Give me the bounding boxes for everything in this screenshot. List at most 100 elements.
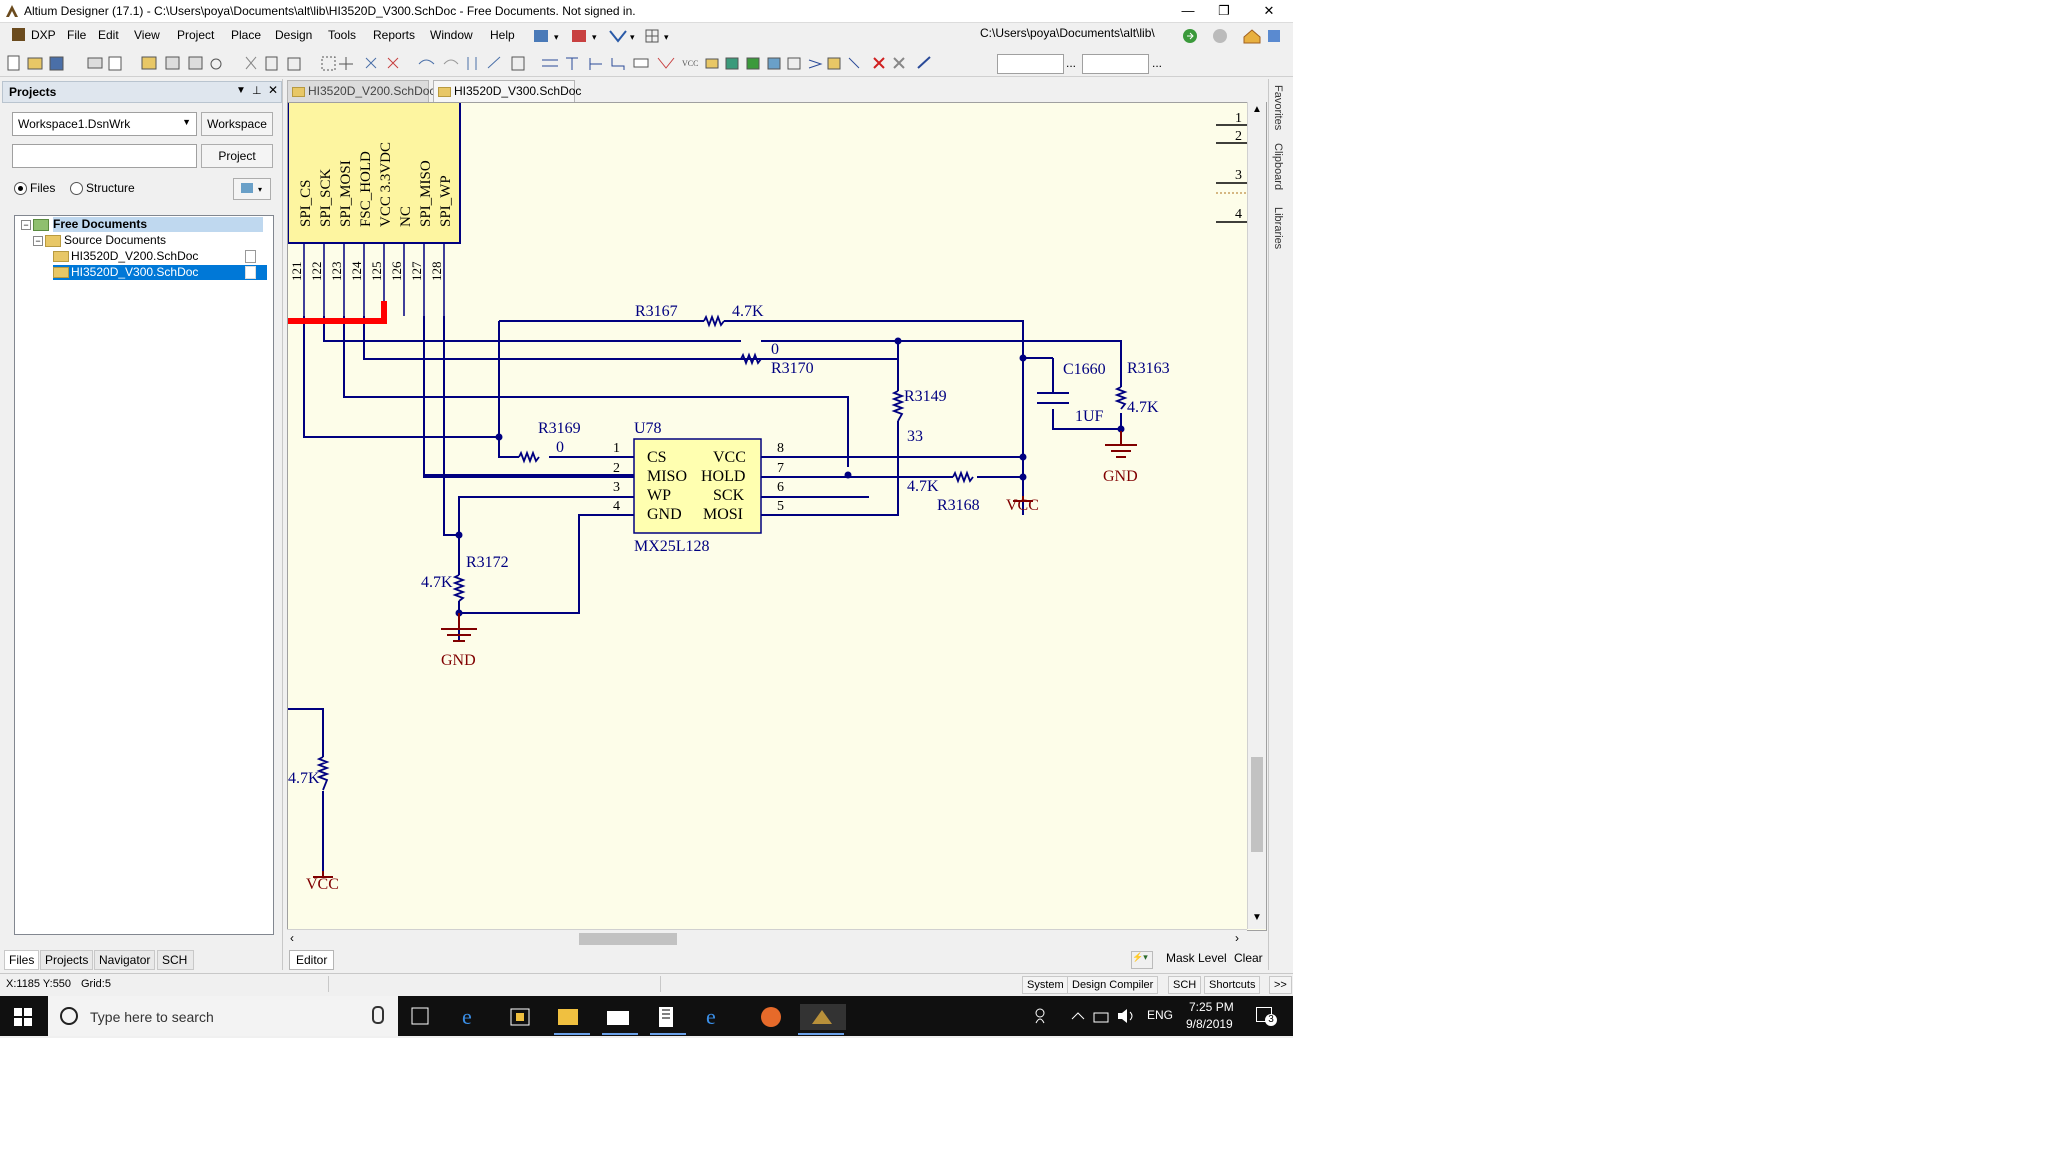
vertical-scrollbar[interactable]: ▲ ▼ (1247, 102, 1266, 929)
menu-file[interactable]: File (67, 28, 87, 42)
menu-reports[interactable]: Reports (373, 28, 416, 42)
project-field[interactable] (12, 144, 197, 168)
language-indicator[interactable]: ENG (1147, 1008, 1174, 1022)
r3172-value: 4.7K (421, 574, 453, 591)
toolbar-icons[interactable]: VCC (6, 54, 986, 74)
panel-menu-icon[interactable]: ▼ (236, 85, 246, 96)
red-bus-wire (288, 301, 387, 324)
collapse-icon[interactable]: − (33, 236, 43, 246)
tab-files[interactable]: Files (4, 950, 40, 970)
dock-tab-libraries[interactable]: Libraries (1272, 207, 1284, 250)
schematic-canvas[interactable]: SPI_CS SPI_SCK SPI_MOSI FSC_HOLD VCC 3.3… (287, 102, 1267, 931)
svg-text:▾: ▾ (592, 32, 597, 42)
header-pin-name: VCC 3.3VDC (378, 142, 394, 227)
folder-icon (45, 235, 61, 247)
horizontal-scrollbar[interactable]: ‹ › (287, 929, 1247, 948)
chip-pin-mosi: MOSI (703, 506, 743, 523)
project-options-button[interactable]: ▾ (233, 178, 271, 200)
hscroll-thumb[interactable] (579, 933, 677, 945)
filter-combo[interactable] (1082, 54, 1149, 74)
gnd-label: GND (1103, 468, 1138, 485)
menu-toolbar-icons[interactable]: ▾ ▾ ▾ ▾ (532, 27, 682, 45)
radio-files[interactable] (14, 182, 27, 195)
gnd-label: GND (441, 652, 476, 669)
status-design-compiler[interactable]: Design Compiler (1067, 976, 1159, 994)
toolbar-ellipsis[interactable]: ... (1066, 56, 1077, 70)
pin-icon[interactable]: ⊥ (252, 85, 262, 97)
scroll-up-icon[interactable]: ▲ (1252, 104, 1262, 115)
taskbar-search[interactable]: Type here to search (48, 996, 398, 1036)
tree-row-source-documents[interactable]: − Source Documents (33, 233, 263, 248)
sheet-number: 2 (1235, 129, 1242, 144)
tree-row-file-v300[interactable]: HI3520D_V300.SchDoc (53, 265, 267, 280)
clock-date[interactable]: 9/8/2019 (1186, 1017, 1233, 1031)
zoom-combo[interactable] (997, 54, 1064, 74)
dock-tab-clipboard[interactable]: Clipboard (1272, 143, 1284, 191)
header-pin-name: SPI_MISO (418, 160, 434, 227)
path-combo[interactable]: C:\Users\poya\Documents\alt\lib\ (980, 26, 1155, 40)
radio-files-label[interactable]: Files (30, 181, 56, 195)
doc-tab-v300[interactable]: HI3520D_V300.SchDoc (433, 80, 581, 102)
workspace-button[interactable]: Workspace (201, 112, 273, 136)
toolbar-ellipsis-2[interactable]: ... (1152, 56, 1163, 70)
panel-close-icon[interactable]: ✕ (268, 83, 279, 97)
mask-level-button[interactable]: Mask Level (1166, 951, 1227, 965)
doc-tab-v200[interactable]: HI3520D_V200.SchDoc (287, 80, 435, 102)
status-more[interactable]: >> (1269, 976, 1292, 994)
schdoc-icon (438, 87, 451, 97)
active-app-indicator (602, 1033, 638, 1035)
options-icon: ▾ (241, 183, 262, 194)
radio-structure-label[interactable]: Structure (86, 181, 135, 195)
mask-filter-icon[interactable]: ⚡▾ (1131, 951, 1153, 969)
main-toolbar: VCC ... ... (0, 50, 1293, 77)
clock-time[interactable]: 7:25 PM (1189, 1000, 1234, 1014)
menu-place[interactable]: Place (231, 28, 262, 42)
editor-tab[interactable]: Editor (289, 950, 335, 970)
chip-pin-vcc: VCC (713, 449, 746, 466)
nav-icons[interactable] (1182, 26, 1292, 46)
status-system[interactable]: System (1022, 976, 1069, 994)
restore-button[interactable]: ❐ (1218, 3, 1230, 18)
windows-start-icon[interactable] (14, 1008, 32, 1026)
scroll-right-icon[interactable]: › (1235, 931, 1239, 945)
close-button[interactable]: ✕ (1263, 3, 1275, 18)
menu-edit[interactable]: Edit (98, 28, 119, 42)
menu-window[interactable]: Window (430, 28, 473, 42)
scroll-left-icon[interactable]: ‹ (290, 931, 294, 945)
dock-tab-favorites[interactable]: Favorites (1272, 85, 1284, 131)
tab-sch-filter[interactable]: SCH Filter (157, 950, 194, 985)
chip-pin-number: 5 (777, 499, 784, 514)
tab-navigator[interactable]: Navigator (94, 950, 156, 970)
clear-button[interactable]: Clear (1234, 951, 1263, 965)
schematic-drawing[interactable]: SPI_CS SPI_SCK SPI_MOSI FSC_HOLD VCC 3.3… (288, 103, 1248, 930)
taskbar-apps[interactable]: e e (410, 1004, 850, 1030)
header-pin-name: FSC_HOLD (358, 151, 374, 227)
chip-ref: U78 (634, 420, 662, 437)
microphone-icon[interactable] (372, 1006, 384, 1024)
radio-structure[interactable] (70, 182, 83, 195)
tree-root-label: Free Documents (53, 217, 263, 232)
minimize-button[interactable]: — (1181, 3, 1195, 18)
status-shortcuts[interactable]: Shortcuts (1204, 976, 1261, 994)
status-divider (328, 976, 329, 992)
status-sch[interactable]: SCH (1168, 976, 1202, 994)
workspace-select[interactable]: Workspace1.DsnWrk ▼ (12, 112, 197, 136)
scroll-down-icon[interactable]: ▼ (1252, 912, 1262, 923)
system-tray-icons[interactable] (1034, 1007, 1144, 1025)
menu-help[interactable]: Help (490, 28, 515, 42)
menu-view[interactable]: View (134, 28, 160, 42)
scroll-thumb[interactable] (1251, 757, 1263, 852)
menu-design[interactable]: Design (275, 28, 313, 42)
project-tree: − Free Documents − Source Documents HI35… (14, 215, 274, 935)
menu-project[interactable]: Project (177, 28, 215, 42)
doc-tab-v300-label: HI3520D_V300.SchDoc (454, 84, 582, 98)
project-button[interactable]: Project (201, 144, 273, 168)
tree-row-file-v200[interactable]: HI3520D_V200.SchDoc (53, 249, 267, 264)
tree-row-free-documents[interactable]: − Free Documents (21, 217, 266, 232)
menu-tools[interactable]: Tools (328, 28, 357, 42)
r3149-value: 33 (907, 428, 923, 445)
menu-dxp[interactable]: DXP (31, 28, 56, 42)
tab-projects[interactable]: Projects (40, 950, 94, 970)
junction-dots (455, 337, 1125, 617)
collapse-icon[interactable]: − (21, 220, 31, 230)
